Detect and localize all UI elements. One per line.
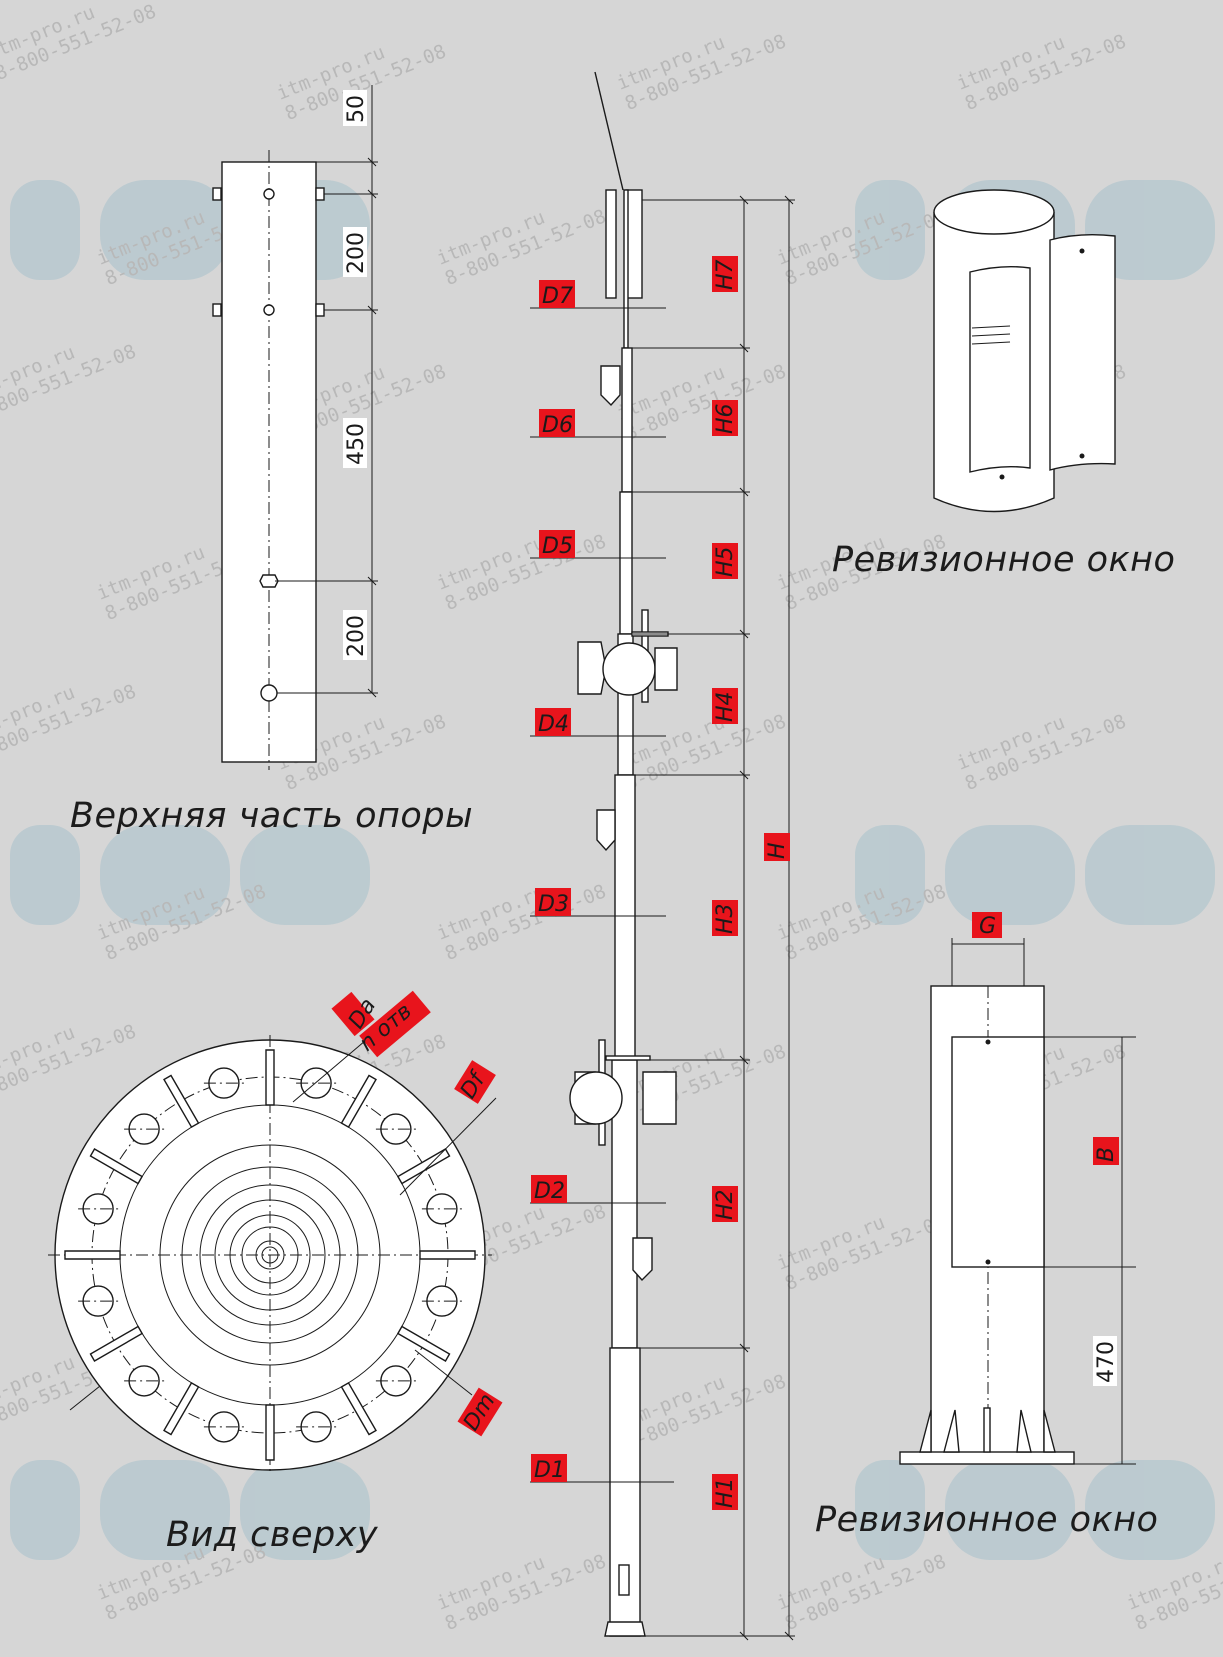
label-h5: H5 — [713, 546, 738, 577]
pole-drawing: D7 D6 D5 D4 D3 D2 D1 H7 H6 H5 H4 H3 H2 H… — [530, 71, 795, 1641]
gusset-rib — [396, 1325, 451, 1362]
top-view-drawing: Da n отв Df Dm — [48, 990, 503, 1475]
label-d1: D1 — [534, 1458, 565, 1483]
gusset-rib — [419, 1250, 476, 1260]
gusset-rib — [340, 1381, 377, 1436]
hole-icon — [263, 188, 275, 200]
gusset-rib — [265, 1404, 275, 1461]
gusset-rib — [89, 1148, 144, 1185]
caption-top-part: Верхняя часть опоры — [70, 796, 474, 836]
gusset-rib — [89, 1325, 144, 1362]
hole-icon — [260, 684, 278, 702]
dim-450: 450 — [344, 423, 369, 465]
watermark-logos — [10, 180, 1215, 1560]
label-d4: D4 — [538, 712, 569, 737]
label-h6: H6 — [713, 403, 738, 434]
gusset-rib — [340, 1074, 377, 1129]
top-part-drawing: 50 200 450 200 — [212, 85, 378, 770]
dim-200-lower: 200 — [344, 615, 369, 657]
label-h-total: H — [765, 842, 790, 859]
inspection-window-3d — [933, 189, 1116, 513]
label-g: G — [979, 914, 996, 939]
label-h2: H2 — [713, 1189, 738, 1220]
label-d7: D7 — [542, 284, 573, 309]
label-d2: D2 — [534, 1179, 565, 1204]
label-h3: H3 — [713, 903, 738, 934]
hole-icon — [263, 304, 275, 316]
label-h1: H1 — [713, 1477, 738, 1508]
gussets — [64, 1049, 476, 1461]
gusset-rib — [163, 1074, 200, 1129]
label-d6: D6 — [542, 413, 573, 438]
gusset-rib — [265, 1049, 275, 1106]
dim-200-upper: 200 — [344, 232, 369, 274]
caption-inspection-window-2: Ревизионное окно — [815, 1500, 1159, 1540]
gusset-rib — [163, 1381, 200, 1436]
d-labels: D7 D6 D5 D4 D3 D2 D1 — [531, 280, 575, 1483]
dim-50: 50 — [344, 95, 369, 123]
label-h7: H7 — [713, 259, 738, 290]
inspection-window-front: G B 470 — [899, 912, 1136, 1465]
h-labels: H7 H6 H5 H4 H3 H2 H1 H — [712, 256, 790, 1510]
label-dm: Dm — [459, 1389, 501, 1435]
label-h4: H4 — [713, 691, 738, 722]
bolt-icon — [212, 187, 325, 317]
label-d3: D3 — [538, 892, 569, 917]
dim-470: 470 — [1094, 1341, 1119, 1383]
caption-inspection-window-1: Ревизионное окно — [832, 540, 1176, 580]
label-b: B — [1094, 1147, 1119, 1162]
nut-icon — [259, 574, 279, 588]
label-d5: D5 — [542, 534, 573, 559]
caption-top-view: Вид сверху — [166, 1515, 379, 1555]
gusset-rib — [64, 1250, 121, 1260]
